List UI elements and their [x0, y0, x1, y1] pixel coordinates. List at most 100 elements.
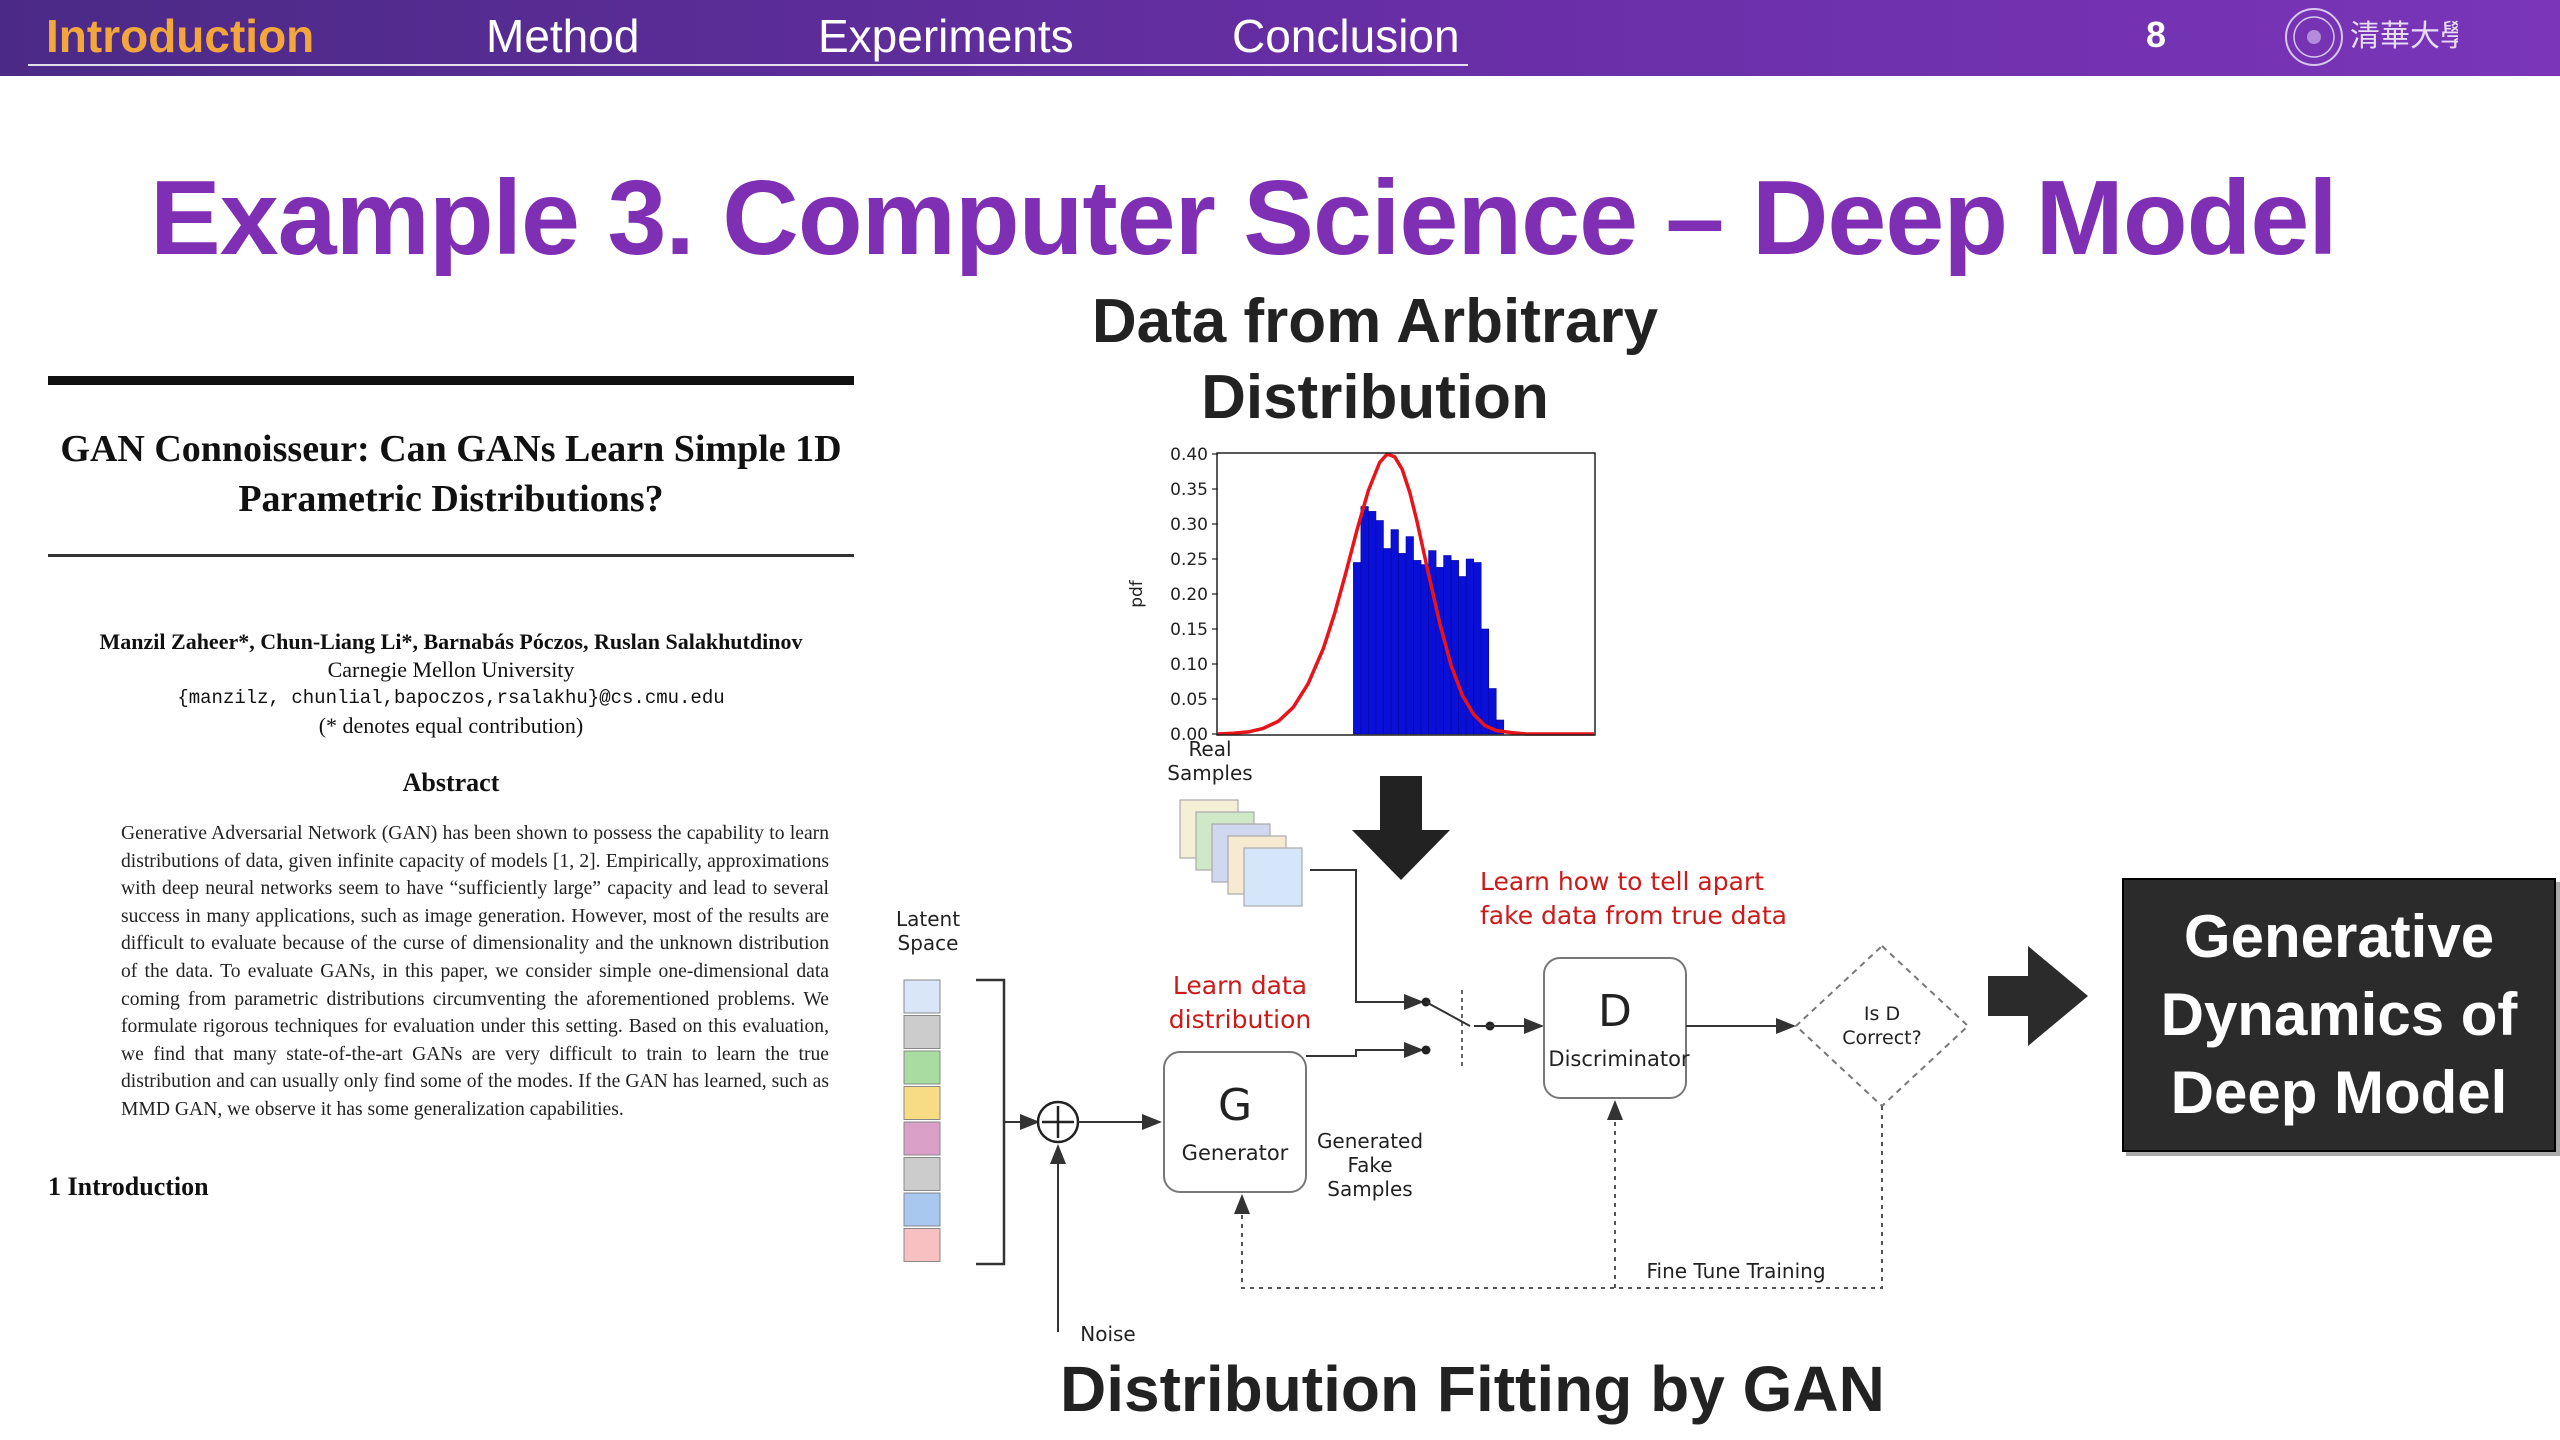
- generative-dynamics-line3: Deep Model: [2170, 1059, 2508, 1126]
- paper-top-rule: [48, 376, 854, 385]
- logo-seal-center: [2307, 30, 2321, 44]
- histogram-bar: [1353, 562, 1362, 735]
- paper-author-block: Manzil Zaheer*, Chun-Liang Li*, Barnabás…: [48, 628, 854, 740]
- histogram-bar: [1375, 520, 1384, 735]
- latent-space-label-line1: Latent: [896, 907, 960, 931]
- latent-space-vector: [903, 979, 941, 1262]
- histogram-bar: [1390, 529, 1399, 735]
- fine-tune-feedback-line: [1234, 1106, 1883, 1289]
- chart-heading: Data from Arbitrary Distribution: [1060, 284, 1690, 436]
- generator-label: Generator: [1182, 1141, 1289, 1165]
- down-arrow-icon: [1352, 776, 1450, 880]
- y-axis-ticks: 0.000.050.100.150.200.250.300.350.40: [1170, 445, 1218, 745]
- abstract-heading: Abstract: [402, 768, 500, 797]
- generator-node: [1163, 1051, 1307, 1193]
- histogram-bar: [1495, 719, 1505, 735]
- nav-tab-method[interactable]: Method: [486, 10, 640, 62]
- histogram-bar: [1420, 564, 1429, 735]
- generator-out-up: [1306, 1050, 1357, 1057]
- abstract-text: Generative Adversarial Network (GAN) has…: [121, 823, 829, 1120]
- latent-bracket: [976, 978, 1006, 1266]
- discriminator-node: [1543, 957, 1687, 1099]
- paper-title-rule: [48, 554, 854, 557]
- generated-samples-label-line2: Fake: [1347, 1153, 1392, 1177]
- latent-cell: [903, 979, 941, 1014]
- histogram-bar: [1398, 553, 1407, 735]
- generative-dynamics-line2: Dynamics of: [2160, 981, 2518, 1048]
- histogram-bar: [1368, 511, 1377, 735]
- university-logo: 清華大學: [2285, 8, 2458, 66]
- generated-samples-label-line3: Samples: [1327, 1177, 1412, 1201]
- discriminator-letter: D: [1598, 986, 1632, 1037]
- decision-label-line2: Correct?: [1842, 1027, 1921, 1049]
- generator-letter: G: [1218, 1080, 1252, 1131]
- histogram-bar: [1383, 548, 1392, 735]
- paper-excerpt: GAN Connoisseur: Can GANs Learn Simple 1…: [48, 376, 854, 1216]
- real-samples-label-line1: Real: [1188, 740, 1231, 761]
- learn-data-annotation-line2: distribution: [1169, 1005, 1311, 1034]
- right-arrow-icon: [1988, 946, 2088, 1046]
- chart-frame: [1216, 452, 1596, 736]
- learn-tell-annotation-line2: fake data from true data: [1480, 901, 1787, 930]
- y-tick-label: 0.20: [1170, 585, 1208, 605]
- introduction-heading: 1 Introduction: [48, 1172, 209, 1201]
- bottom-title: Distribution Fitting by GAN: [1060, 1353, 1885, 1425]
- latent-cell: [903, 1157, 941, 1191]
- generative-dynamics-box: Generative Dynamics of Deep Model: [2122, 878, 2556, 1152]
- y-tick-label: 0.25: [1170, 550, 1208, 570]
- paper-title: GAN Connoisseur: Can GANs Learn Simple 1…: [48, 424, 854, 524]
- y-tick-label: 0.30: [1170, 515, 1208, 535]
- real-samples-stack: [1179, 799, 1303, 907]
- logo-seal-inner: [2293, 16, 2335, 58]
- fake-to-switch-line: [1355, 1042, 1424, 1058]
- chart-heading-line2: Distribution: [1201, 363, 1549, 432]
- nav-tab-experiments[interactable]: Experiments: [818, 10, 1074, 62]
- paper-affiliation: Carnegie Mellon University: [327, 657, 575, 682]
- nav-tab-conclusion[interactable]: Conclusion: [1232, 10, 1460, 62]
- latent-cell: [903, 1015, 941, 1049]
- nav-tab-introduction[interactable]: Introduction: [46, 10, 315, 62]
- y-tick-label: 0.05: [1170, 690, 1208, 710]
- nav-underline: [28, 64, 1468, 66]
- y-axis-label: pdf: [1127, 579, 1147, 608]
- switch-lever: [1425, 1001, 1471, 1027]
- histogram-bar: [1413, 560, 1422, 735]
- y-tick-label: 0.40: [1170, 445, 1208, 465]
- paper-note: (* denotes equal contribution): [318, 713, 584, 738]
- histogram-bar: [1480, 628, 1490, 735]
- top-nav-bar: Introduction Method Experiments Conclusi…: [0, 0, 2560, 76]
- paper-title-line2: Parametric Distributions?: [238, 478, 664, 520]
- y-tick-label: 0.15: [1170, 620, 1208, 640]
- real-samples-label-line2: Samples: [1167, 761, 1252, 785]
- latent-cell: [903, 1228, 941, 1262]
- generative-dynamics-line1: Generative: [2183, 903, 2495, 970]
- paper-emails: {manzilz, chunlial,bapoczos,rsalakhu}@cs…: [177, 687, 725, 709]
- paper-authors: Manzil Zaheer*, Chun-Liang Li*, Barnabás…: [99, 629, 803, 654]
- learn-data-annotation-line1: Learn data: [1173, 971, 1307, 1000]
- histogram-bar: [1360, 506, 1369, 735]
- histogram-bar: [1473, 562, 1482, 735]
- decision-label-line1: Is D: [1864, 1003, 1900, 1025]
- pdf-curve: [1217, 451, 1594, 736]
- histogram-chart: 0.000.050.100.150.200.250.300.350.40 pdf: [1127, 445, 1596, 745]
- latent-cell: [903, 1192, 941, 1227]
- y-tick-label: 0.10: [1170, 655, 1208, 675]
- real-sample-card: [1243, 847, 1303, 907]
- logo-seal-outer: [2285, 8, 2343, 66]
- discriminator-label: Discriminator: [1548, 1047, 1690, 1071]
- slide-title: Example 3. Computer Science – Deep Model: [150, 159, 2338, 277]
- switch-input-fake: [1421, 1045, 1431, 1055]
- noise-label: Noise: [1080, 1322, 1135, 1346]
- histogram-bars: [1353, 506, 1505, 735]
- latent-cell: [903, 1121, 941, 1156]
- chart-heading-line1: Data from Arbitrary: [1091, 287, 1659, 356]
- histogram-bar: [1488, 688, 1497, 735]
- fine-tune-label: Fine Tune Training: [1646, 1259, 1825, 1283]
- y-tick-label: 0.00: [1170, 725, 1208, 745]
- latent-cell: [903, 1086, 941, 1120]
- histogram-bar: [1435, 567, 1444, 735]
- histogram-bar: [1405, 536, 1414, 735]
- real-to-switch-line: [1310, 869, 1424, 1010]
- paper-title-line1: GAN Connoisseur: Can GANs Learn Simple 1…: [60, 428, 842, 470]
- generated-samples-label-line1: Generated: [1317, 1129, 1423, 1153]
